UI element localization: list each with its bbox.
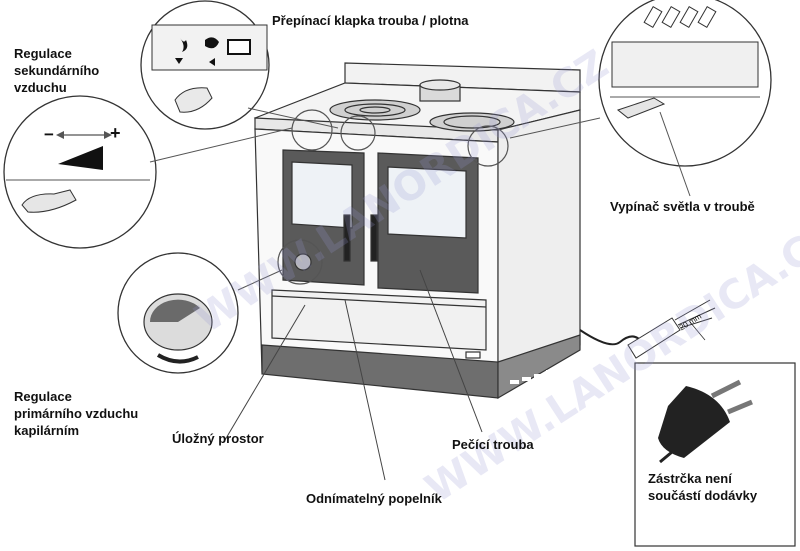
hotplate-left [329, 99, 421, 121]
secondary-air-callout-circle [291, 109, 333, 151]
flap-lever [174, 87, 213, 113]
label-storage: Úložný prostor [172, 431, 264, 446]
oven-icon [227, 39, 251, 55]
zoom-flap [140, 0, 339, 130]
leader-lines [224, 269, 483, 481]
zoom-primary-air [117, 252, 283, 374]
rating-plate [465, 351, 481, 359]
symbol-plus: + [110, 123, 121, 143]
cable-sleeve [627, 317, 681, 359]
stove [253, 62, 581, 400]
symbol-minus: − [44, 125, 54, 144]
zoom-secondary-air [3, 95, 293, 249]
label-primary-air: Regulace primárního vzduchu kapilárním [14, 389, 139, 438]
power-cable [579, 299, 716, 359]
switch-lever [616, 97, 666, 119]
label-plug-note: Zástrčka není součástí dodávky [648, 471, 758, 503]
primary-air-callout-circle [277, 239, 323, 285]
label-light-switch: Vypínač světla v troubě [610, 199, 755, 214]
fire-icon [180, 38, 188, 52]
ashpan-panel [271, 289, 487, 351]
label-ashpan: Odnímatelný popelník [306, 491, 442, 506]
plug-box [634, 362, 796, 547]
label-secondary-air: Regulace sekundárního vzduchu [14, 46, 100, 95]
zoom-light-switch [509, 0, 772, 197]
primary-air-knob [294, 253, 312, 271]
plug-icon [658, 386, 730, 458]
label-oven: Pečící trouba [452, 437, 534, 452]
light-switch-callout-circle [467, 125, 509, 167]
flap-callout-circle [340, 115, 376, 151]
label-flap: Přepínací klapka trouba / plotna [272, 13, 469, 28]
firebox-glass [291, 161, 353, 229]
oven-glass [387, 166, 467, 239]
vent-slots [510, 366, 567, 384]
pot-icon [205, 37, 219, 49]
firebox-handle [343, 214, 351, 262]
oven-handle [370, 214, 378, 262]
air-wedge-icon [58, 146, 103, 170]
air-slider-lever [21, 189, 77, 213]
